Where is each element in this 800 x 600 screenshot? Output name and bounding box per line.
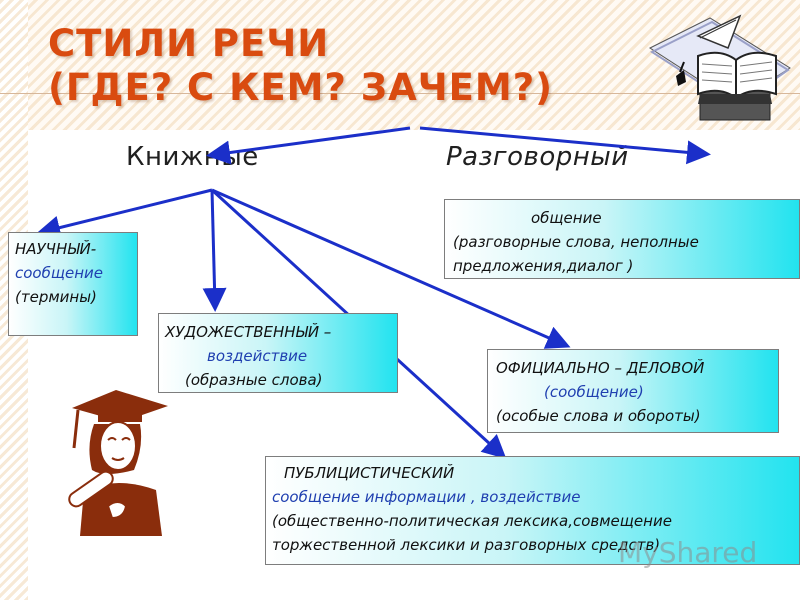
art-style-box: ХУДОЖЕСТВЕННЫЙ – воздействие (образные с… — [158, 313, 398, 393]
title-line-1: СТИЛИ РЕЧИ — [48, 22, 330, 65]
conversational-style-purpose: общение — [531, 209, 602, 227]
book-quill-icon — [648, 14, 791, 121]
conversational-style-box: общение (разговорные слова, неполные пре… — [444, 199, 800, 279]
conversational-style-label: Разговорный — [446, 142, 629, 172]
conversational-style-features-2: предложения,диалог ) — [453, 257, 634, 275]
title-underline — [0, 93, 800, 94]
slide-title: СТИЛИ РЕЧИ (ГДЕ? С КЕМ? ЗАЧЕМ?) — [48, 22, 553, 110]
conversational-style-features-1: (разговорные слова, неполные — [453, 233, 699, 251]
background-top — [0, 0, 800, 130]
arrow-books-to-art — [202, 189, 227, 312]
official-style-name: ОФИЦИАЛЬНО – ДЕЛОВОЙ — [496, 359, 705, 377]
art-style-name: ХУДОЖЕСТВЕННЫЙ – — [165, 323, 332, 341]
watermark-text: MyShared — [618, 536, 758, 569]
art-style-purpose: воздействие — [207, 347, 308, 365]
official-style-box: ОФИЦИАЛЬНО – ДЕЛОВОЙ (сообщение) (особые… — [487, 349, 779, 433]
science-style-name: НАУЧНЫЙ- — [15, 240, 97, 258]
art-style-features: (образные слова) — [185, 371, 323, 389]
books-style-label: Книжные — [126, 142, 259, 172]
science-style-box: НАУЧНЫЙ- сообщение (термины) — [8, 232, 138, 336]
arrow-books-to-science — [36, 188, 213, 240]
publicistic-style-features-1: (общественно-политическая лексика,совмещ… — [272, 512, 672, 530]
science-style-features: (термины) — [15, 288, 97, 306]
publicistic-style-box: ПУБЛИЦИСТИЧЕСКИЙ сообщение информации , … — [265, 456, 800, 565]
graduate-icon — [68, 390, 168, 536]
title-line-2: (ГДЕ? С КЕМ? ЗАЧЕМ?) — [48, 66, 554, 109]
official-style-purpose: (сообщение) — [544, 383, 644, 401]
science-style-purpose: сообщение — [15, 264, 103, 282]
publicistic-style-name: ПУБЛИЦИСТИЧЕСКИЙ — [284, 464, 455, 482]
publicistic-style-purpose: сообщение информации , воздействие — [272, 488, 581, 506]
publicistic-style-features-2: торжественной лексики и разговорных сред… — [272, 536, 661, 554]
official-style-features: (особые слова и обороты) — [496, 407, 701, 425]
